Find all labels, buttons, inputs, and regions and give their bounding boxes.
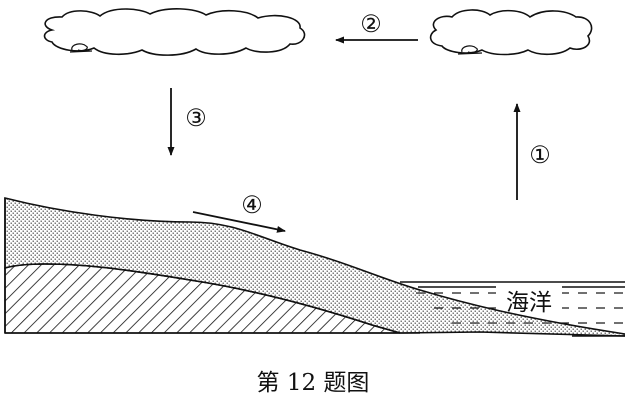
arrow-4-label: ④ [241, 191, 263, 219]
cloud-left [43, 8, 306, 56]
arrow-2-label: ② [360, 10, 382, 38]
arrow-1: ① [513, 103, 551, 200]
bedrock-layer [4, 263, 401, 334]
arrow-1-label: ① [529, 141, 551, 169]
arrow-2: ② [335, 10, 418, 44]
arrow-3-label: ③ [185, 104, 207, 132]
cloud-right [429, 9, 593, 56]
arrow-4: ④ [192, 191, 286, 233]
figure-caption: 第 12 题图 [257, 370, 370, 396]
sea-label: 海洋 [506, 290, 552, 316]
arrow-3: ③ [167, 88, 207, 156]
